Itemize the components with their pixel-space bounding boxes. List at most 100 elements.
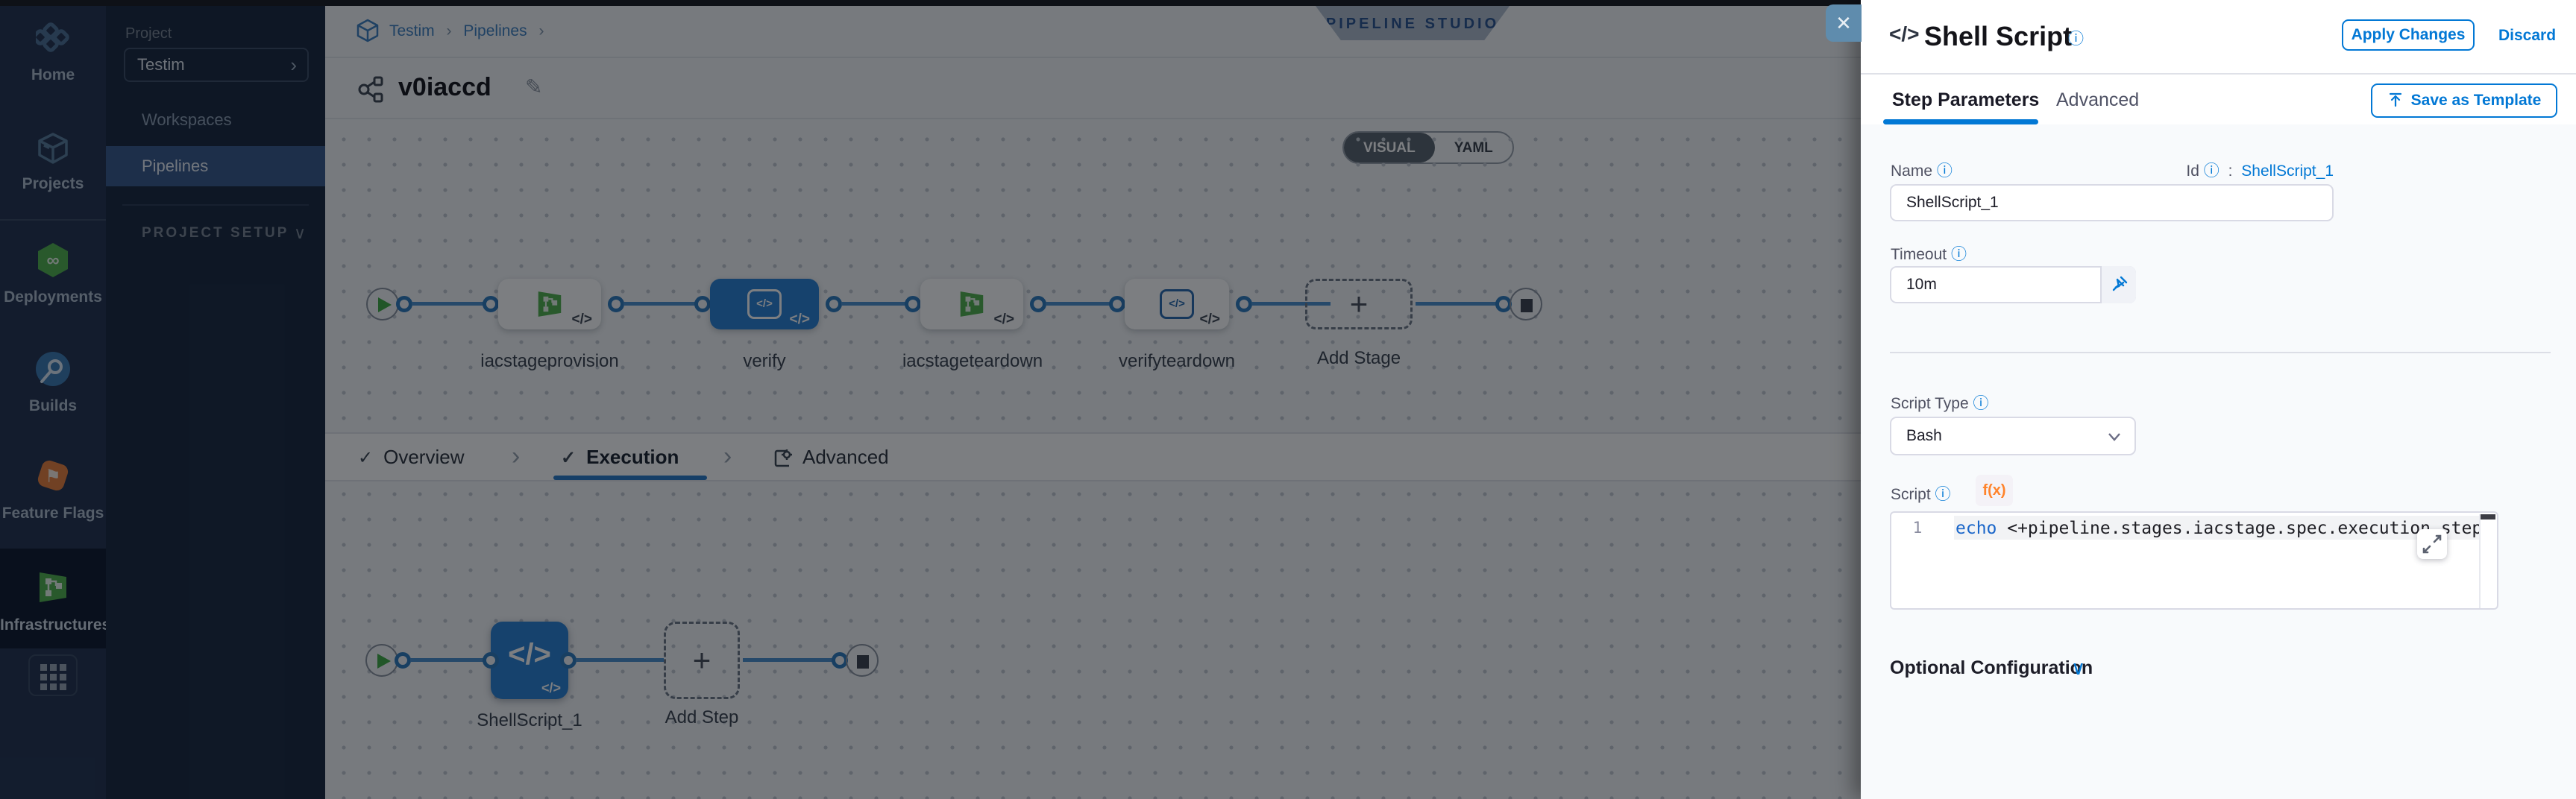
stage-canvas[interactable]: </> </> </> </> </> </> <box>325 119 1861 799</box>
sidebar-item-label: Builds <box>28 397 78 414</box>
id-separator: : <box>2228 162 2233 180</box>
drawer-form: Name ⓘ Id ⓘ : ShellScript_1 ShellScript_… <box>1861 124 2576 799</box>
step-label[interactable]: ShellScript_1 <box>477 710 582 730</box>
line-number: 1 <box>1912 519 1923 537</box>
code-badge-icon: </> <box>993 312 1014 327</box>
close-icon: ✕ <box>1835 12 1852 34</box>
stage-node-iacstageteardown[interactable]: </> <box>920 279 1023 329</box>
edit-pencil-icon[interactable]: ✎ <box>525 75 543 98</box>
code-line[interactable]: echo <+pipeline.stages.iacstage.spec.exe… <box>1955 519 2481 538</box>
add-stage-button[interactable]: + <box>1305 279 1413 329</box>
sidebar-item-projects[interactable]: Projects <box>0 131 106 193</box>
breadcrumb-bar: Testim › Pipelines › PIPELINE STUDIO <box>325 6 1861 58</box>
graph-connector-port[interactable] <box>905 296 921 312</box>
fixed-value-addon[interactable] <box>2100 266 2136 303</box>
graph-edge <box>1046 302 1110 306</box>
shell-script-icon: </> <box>508 638 551 671</box>
project-selector[interactable]: Testim › <box>124 48 309 82</box>
sidebar-divider <box>0 219 106 221</box>
module-picker-button[interactable] <box>28 654 78 696</box>
stage-label[interactable]: verify <box>743 351 786 371</box>
tab-execution[interactable]: ✓Execution <box>561 434 679 480</box>
sidebar-item-label: Home <box>31 66 75 83</box>
graph-connector-port[interactable] <box>694 296 711 312</box>
name-input[interactable]: ShellScript_1 <box>1890 184 2334 221</box>
script-code-editor[interactable]: 1 echo <+pipeline.stages.iacstage.spec.e… <box>1890 511 2498 610</box>
tab-overview[interactable]: ✓Overview <box>358 434 464 480</box>
pipeline-canvas-area: Testim › Pipelines › PIPELINE STUDIO v0i… <box>325 0 1861 799</box>
sidebar-item-label: Projects <box>22 175 84 192</box>
sidebar-item-label: Feature Flags <box>1 505 104 522</box>
editor-expand-button[interactable] <box>2417 529 2447 559</box>
cube-icon <box>36 131 70 165</box>
feature-flags-icon: ⚑ <box>34 456 72 495</box>
timeout-input[interactable]: 10m <box>1890 266 2136 303</box>
grid-icon <box>40 664 66 690</box>
graph-connector-port[interactable] <box>608 296 624 312</box>
graph-connector-port[interactable] <box>1236 296 1252 312</box>
graph-connector-port[interactable] <box>395 652 411 669</box>
stage-node-verifyteardown[interactable]: </> </> <box>1125 279 1229 329</box>
graph-connector-port[interactable] <box>826 296 842 312</box>
expression-fx-button[interactable]: f(x) <box>1976 475 2013 506</box>
add-step-button[interactable]: + <box>664 622 740 699</box>
graph-connector-port[interactable] <box>483 652 499 669</box>
pipeline-name: v0iaccd <box>398 73 491 101</box>
chevron-down-icon: ∨ <box>2071 657 2086 679</box>
optional-configuration-toggle[interactable]: Optional Configuration <box>1890 657 2093 678</box>
add-stage-label[interactable]: Add Stage <box>1316 348 1401 368</box>
sidebar-item-deployments[interactable]: ∞ Deployments <box>0 241 106 306</box>
graph-connector-port[interactable] <box>396 296 412 312</box>
tab-label: Advanced <box>802 446 889 468</box>
project-setup-header[interactable]: PROJECT SETUP <box>142 225 289 241</box>
save-as-template-button[interactable]: Save as Template <box>2371 83 2557 118</box>
sidebar-item-pipelines[interactable]: Pipelines <box>106 146 325 186</box>
drawer-close-button[interactable]: ✕ <box>1826 4 1862 42</box>
script-type-select[interactable]: Bash <box>1890 417 2136 455</box>
step-id-line: Id ⓘ : ShellScript_1 <box>2186 159 2334 181</box>
sidebar-item-infrastructures[interactable]: Infrastructures <box>0 568 110 634</box>
add-step-label[interactable]: Add Step <box>665 707 739 727</box>
step-id-link[interactable]: ShellScript_1 <box>2241 162 2334 180</box>
pin-icon <box>2111 275 2129 293</box>
sidebar-item-home[interactable]: Home <box>0 22 106 84</box>
graph-edge <box>623 302 695 306</box>
editor-scrollbar-thumb[interactable] <box>2481 514 2495 519</box>
project-selector-value: Testim <box>137 55 185 74</box>
code-keyword: echo <box>1955 519 1997 538</box>
chevron-right-icon: › <box>723 442 732 470</box>
graph-connector-port[interactable] <box>1109 296 1125 312</box>
discard-button[interactable]: Discard <box>2498 27 2557 44</box>
tab-advanced[interactable]: Advanced <box>2056 89 2140 110</box>
graph-connector-port[interactable] <box>1030 296 1046 312</box>
timeout-label: Timeout ⓘ <box>1891 246 1967 263</box>
stage-node-verify[interactable]: </> </> <box>710 279 819 329</box>
drawer-title: Shell Script <box>1924 21 2073 51</box>
project-section-label: Project <box>125 25 172 42</box>
graph-connector-port[interactable] <box>483 296 499 312</box>
info-icon: ⓘ <box>1936 162 1953 180</box>
stage-label[interactable]: iacstageteardown <box>902 351 1043 371</box>
apply-changes-button[interactable]: Apply Changes <box>2342 19 2475 51</box>
breadcrumb-project[interactable]: Testim <box>389 22 435 40</box>
sidebar-item-feature-flags[interactable]: ⚑ Feature Flags <box>0 456 106 522</box>
graph-edge <box>576 658 664 662</box>
advanced-settings-icon <box>773 448 794 469</box>
graph-connector-port[interactable] <box>560 652 577 669</box>
breadcrumb-pipelines[interactable]: Pipelines <box>463 22 527 40</box>
divider <box>1861 73 2576 75</box>
sidebar-item-builds[interactable]: Builds <box>0 350 106 415</box>
stage-label[interactable]: verifyteardown <box>1118 351 1236 371</box>
step-node-shellscript-1[interactable]: </> </> <box>491 622 568 699</box>
stop-icon <box>857 655 869 669</box>
harness-logo-icon <box>36 22 70 57</box>
breadcrumb[interactable]: Testim › Pipelines › <box>389 22 551 40</box>
chevron-right-icon: › <box>512 442 521 470</box>
sidebar-item-workspaces[interactable]: Workspaces <box>106 100 325 140</box>
stage-label[interactable]: iacstageprovision <box>480 351 619 371</box>
tab-advanced[interactable]: Advanced <box>773 434 889 480</box>
stage-node-iacstageprovision[interactable]: </> <box>498 279 601 329</box>
code-rest: <+pipeline.stages.iacstage.spec.executio… <box>2007 519 2481 538</box>
breadcrumb-sep-icon: › <box>538 22 544 40</box>
tab-step-parameters[interactable]: Step Parameters <box>1892 89 2040 110</box>
